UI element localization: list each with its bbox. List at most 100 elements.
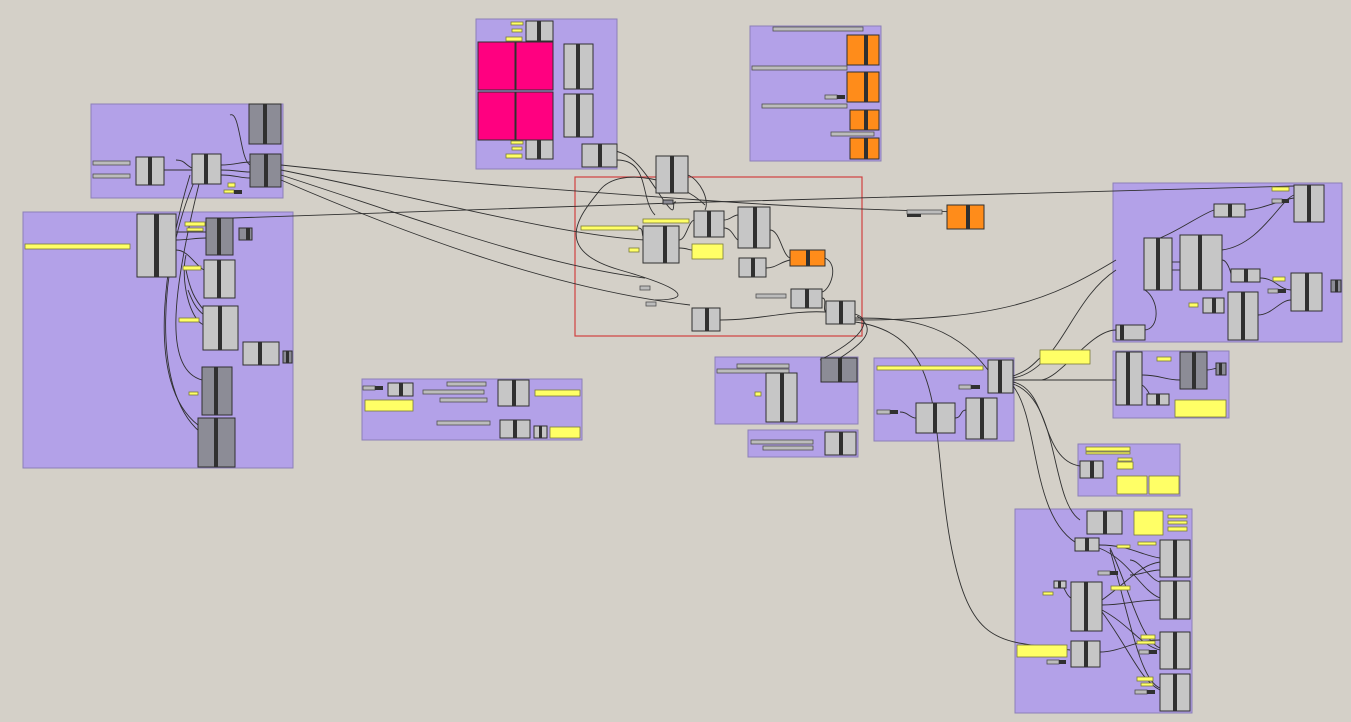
panel[interactable] (1148, 475, 1180, 495)
number-slider[interactable] (761, 103, 848, 109)
panel[interactable] (178, 317, 200, 323)
number-slider[interactable] (830, 131, 875, 137)
component-node[interactable] (387, 382, 414, 397)
component-node[interactable] (642, 225, 680, 264)
panel[interactable] (186, 227, 204, 232)
panel[interactable] (510, 21, 524, 26)
panel[interactable] (1116, 544, 1131, 549)
number-slider[interactable] (772, 26, 864, 32)
component-node[interactable] (1074, 537, 1100, 552)
component-node[interactable] (915, 402, 956, 434)
panel[interactable] (1137, 541, 1157, 546)
component-node[interactable] (1330, 279, 1342, 293)
orange-output-node[interactable] (946, 204, 985, 230)
number-slider[interactable] (1134, 689, 1148, 695)
component-node[interactable] (1202, 297, 1225, 314)
panel[interactable] (505, 153, 523, 159)
number-slider[interactable] (750, 439, 814, 445)
number-slider[interactable] (639, 285, 651, 291)
toggle[interactable] (375, 386, 383, 390)
component-node[interactable] (497, 379, 530, 407)
panel[interactable] (227, 182, 236, 188)
panel[interactable] (1110, 585, 1131, 591)
toggle[interactable] (837, 95, 845, 99)
component-node[interactable] (1115, 351, 1143, 406)
panel[interactable] (1140, 634, 1156, 640)
component-node[interactable] (201, 366, 233, 416)
component-node[interactable] (499, 419, 531, 439)
number-slider[interactable] (824, 94, 838, 100)
component-node[interactable] (738, 257, 767, 278)
panel[interactable] (549, 426, 581, 439)
toggle[interactable] (1147, 690, 1155, 694)
number-slider[interactable] (736, 363, 790, 369)
component-node[interactable] (1213, 203, 1246, 218)
component-node[interactable] (238, 227, 253, 241)
panel[interactable] (1188, 302, 1199, 308)
panel[interactable] (182, 265, 202, 271)
number-slider[interactable] (439, 397, 488, 403)
component-node[interactable] (203, 259, 236, 299)
component-node[interactable] (533, 425, 548, 439)
panel[interactable] (1167, 514, 1188, 519)
number-slider[interactable] (645, 301, 657, 307)
component-node[interactable] (965, 397, 998, 440)
component-node[interactable] (1086, 510, 1123, 535)
number-slider[interactable] (92, 173, 131, 179)
component-node[interactable] (1070, 581, 1103, 632)
component-node[interactable] (1070, 640, 1101, 668)
component-node[interactable] (1143, 237, 1173, 291)
component-node[interactable] (205, 217, 234, 256)
component-node[interactable] (765, 372, 798, 423)
toggle[interactable] (1282, 199, 1289, 203)
component-node[interactable] (693, 210, 725, 238)
number-slider[interactable] (876, 409, 891, 415)
panel[interactable] (1133, 510, 1164, 536)
panel[interactable] (1167, 520, 1188, 525)
colour-swatch[interactable] (477, 41, 516, 91)
panel[interactable] (642, 218, 690, 224)
component-node[interactable] (1290, 272, 1323, 312)
component-node[interactable] (1227, 291, 1259, 341)
component-node[interactable] (1230, 268, 1261, 283)
orange-output-node[interactable] (849, 109, 880, 131)
component-node[interactable] (1159, 673, 1191, 712)
toggle[interactable] (890, 410, 898, 414)
panel[interactable] (505, 36, 523, 42)
component-node[interactable] (248, 103, 282, 145)
panel[interactable] (184, 221, 206, 227)
number-slider[interactable] (1097, 570, 1111, 576)
panel[interactable] (1271, 186, 1290, 192)
component-node[interactable] (197, 417, 236, 468)
panel[interactable] (534, 389, 581, 397)
panel[interactable] (1085, 451, 1131, 455)
component-node[interactable] (825, 300, 856, 325)
panel[interactable] (1117, 457, 1133, 462)
component-node[interactable] (1179, 234, 1223, 291)
component-node[interactable] (824, 431, 857, 456)
panel[interactable] (1272, 276, 1286, 282)
number-slider[interactable] (422, 389, 485, 395)
panel[interactable] (364, 399, 414, 412)
panel[interactable] (1167, 526, 1188, 532)
component-node[interactable] (1159, 631, 1191, 670)
panel[interactable] (1016, 644, 1068, 658)
panel[interactable] (24, 243, 131, 250)
component-node[interactable] (563, 93, 594, 138)
component-node[interactable] (282, 350, 293, 364)
component-node[interactable] (790, 288, 823, 309)
orange-output-node[interactable] (789, 249, 826, 267)
component-node[interactable] (249, 153, 282, 188)
toggle[interactable] (971, 385, 980, 389)
number-slider[interactable] (958, 384, 972, 390)
number-slider[interactable] (1267, 288, 1279, 294)
number-slider[interactable] (362, 385, 376, 391)
component-node[interactable] (1215, 362, 1227, 376)
number-slider[interactable] (751, 65, 848, 71)
toggle[interactable] (1059, 660, 1066, 664)
panel[interactable] (1156, 356, 1172, 362)
component-node[interactable] (1079, 460, 1104, 479)
component-node[interactable] (1179, 351, 1208, 390)
